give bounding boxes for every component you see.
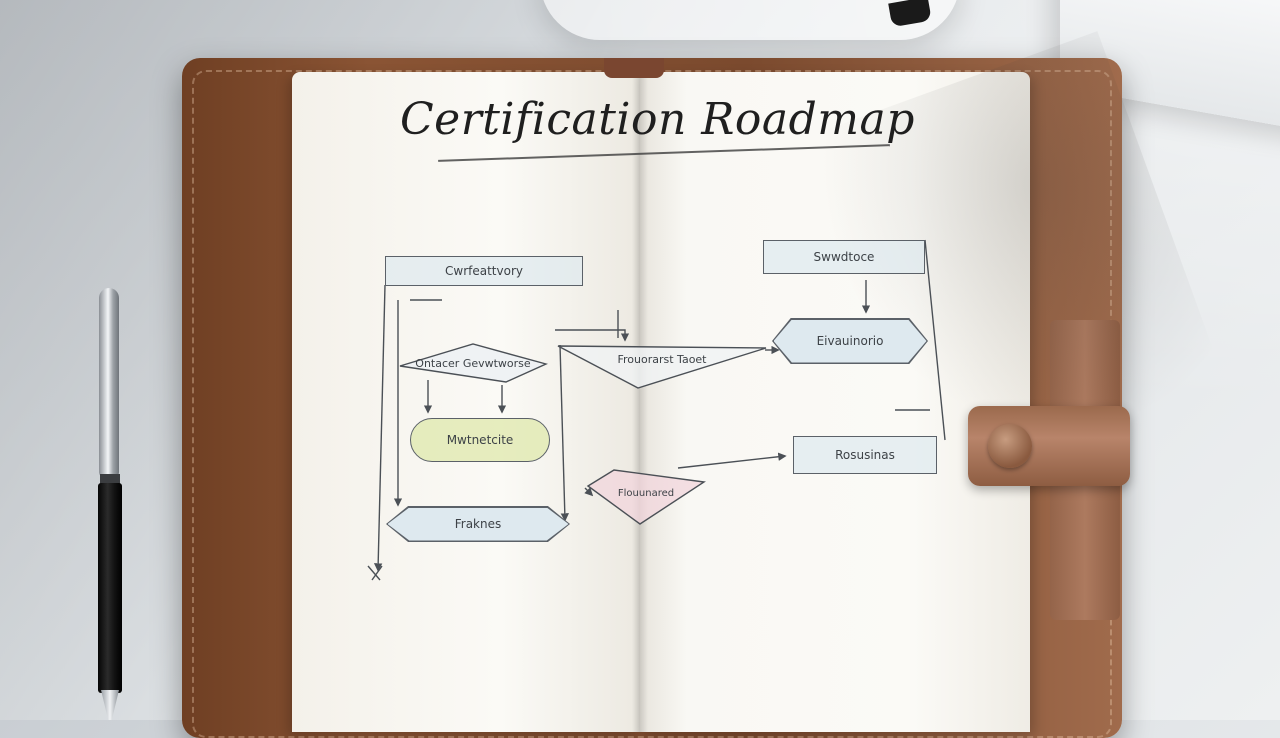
node-small-diamond: Flouunared [586, 468, 706, 526]
left-page [292, 72, 640, 732]
pen-barrel [98, 483, 122, 693]
connector-right-vertical [924, 239, 946, 441]
node-hex-right-fill: Eivauinorio [773, 319, 927, 363]
pen-clip [99, 288, 119, 478]
connector-left-spine [373, 284, 386, 572]
node-rect-right: Rosusinas [793, 436, 937, 474]
node-bottom-left-label: Fraknes [454, 517, 502, 531]
node-top-right-label: Swwdtoce [813, 250, 875, 264]
node-pill: Mwtnetcite [410, 418, 550, 462]
connector-bottom-mark [367, 565, 383, 581]
node-top-right: Swwdtoce [763, 240, 925, 274]
connector-to-small-diamond [584, 487, 594, 497]
node-small-diamond-label: Flouunared [617, 487, 675, 499]
diamond-left-shape [399, 343, 548, 383]
node-center-diamond: Frouorarst Taoet [556, 340, 768, 390]
pen [92, 288, 128, 720]
connector-left-right-edge [559, 344, 570, 522]
node-diamond-left: Ontacer Gevwtworse [398, 342, 548, 384]
leather-strap [968, 406, 1130, 486]
small-diamond-shape [586, 469, 706, 525]
node-pill-label: Mwtnetcite [446, 433, 514, 447]
diagram-connectors [367, 239, 946, 581]
node-bottom-left: Fraknes [386, 506, 570, 542]
node-center-diamond-label: Frouorarst Taoet [617, 352, 707, 366]
node-diamond-left-label: Ontacer Gevwtworse [415, 356, 531, 370]
snap-button [988, 424, 1032, 468]
connector-small-diamond-rect [677, 452, 787, 469]
node-top-left: Cwrfeattvory [385, 256, 583, 286]
page-gutter [632, 72, 648, 732]
center-diamond-shape [557, 345, 767, 389]
notebook-title: Certification Roadmap [400, 94, 915, 145]
node-bottom-left-fill: Fraknes [387, 507, 569, 541]
pen-ring [100, 474, 120, 484]
node-hex-right-label: Eivauinorio [816, 334, 884, 348]
connector-to-center [555, 329, 630, 342]
node-rect-right-label: Rosusinas [835, 448, 895, 462]
right-page [640, 72, 1030, 732]
node-hex-right: Eivauinorio [772, 318, 928, 364]
node-top-left-label: Cwrfeattvory [445, 264, 523, 278]
bookmark-ribbon [604, 58, 664, 78]
